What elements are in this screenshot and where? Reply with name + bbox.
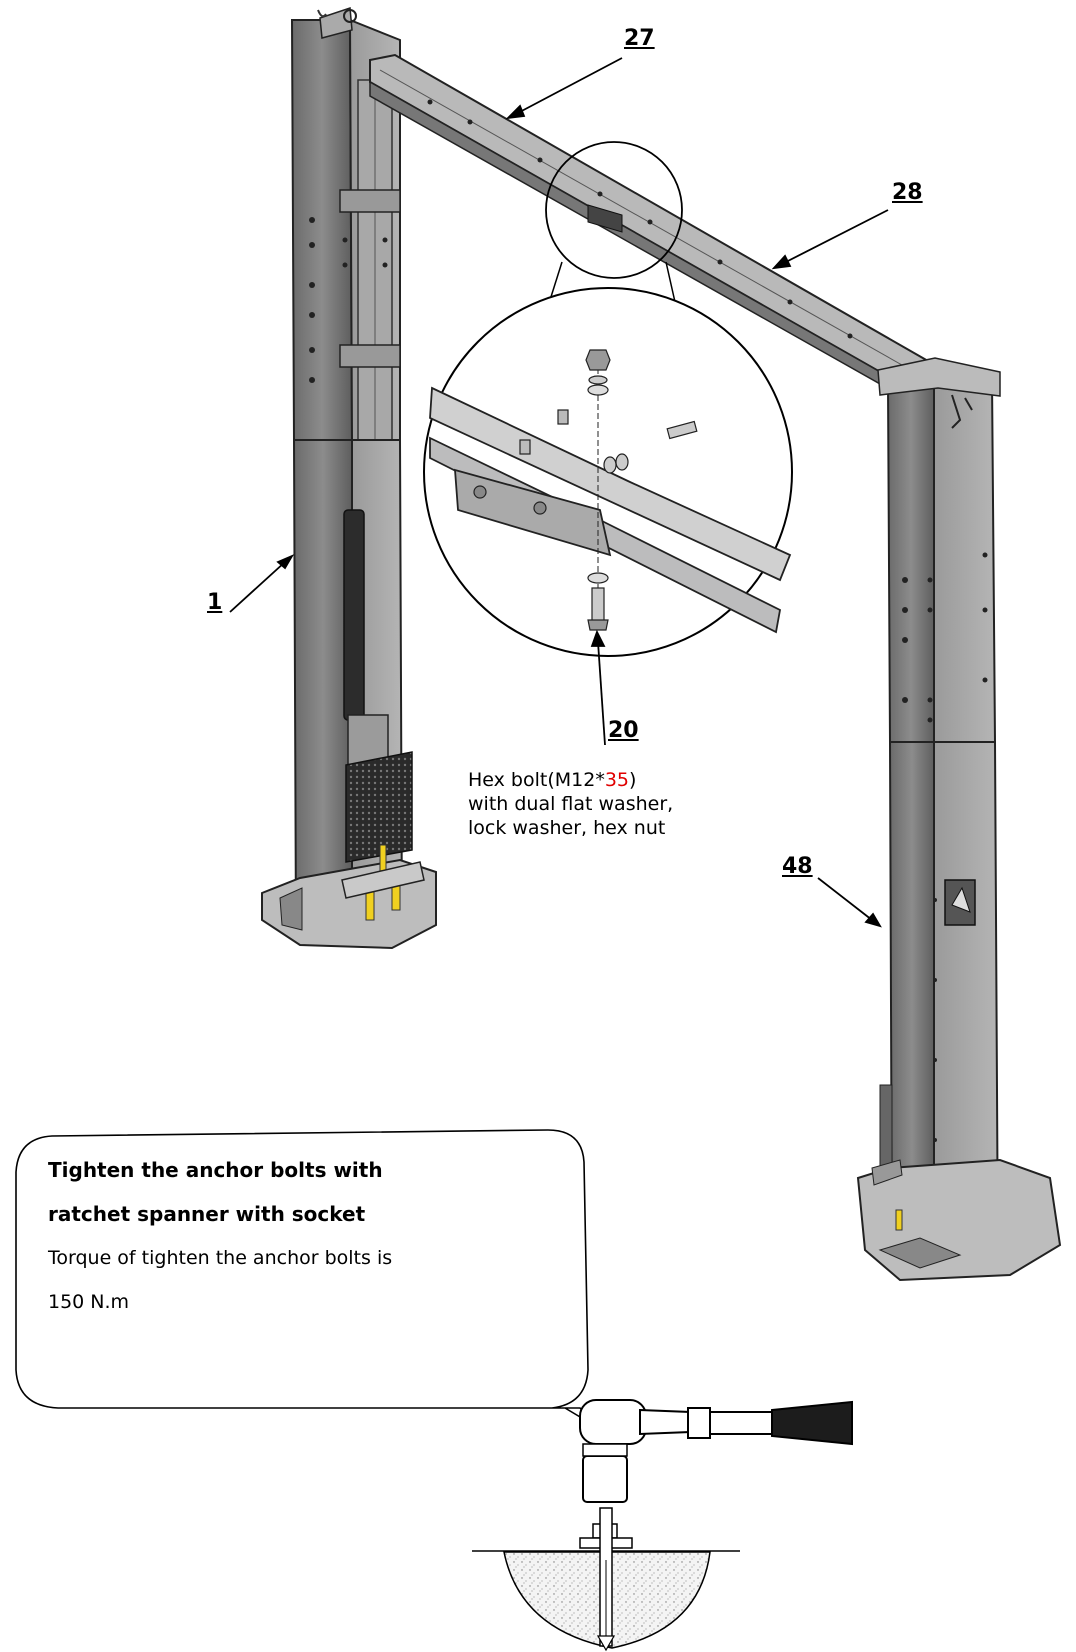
callout-line3: Torque of tighten the anchor bolts is xyxy=(48,1247,393,1269)
part-label-48: 48 xyxy=(782,854,813,879)
part-label-28: 28 xyxy=(892,180,923,205)
leader-arrows xyxy=(229,57,889,928)
part-label-27: 27 xyxy=(624,26,655,51)
detail-exploded-joint xyxy=(429,349,792,634)
callout-line4: 150 N.m xyxy=(48,1291,130,1313)
bolt-note-suffix: ) xyxy=(629,769,637,791)
part-label-1: 1 xyxy=(207,590,223,615)
bolt-note-line2: with dual flat washer, xyxy=(468,793,674,815)
left-column xyxy=(261,6,437,950)
callout-line1: Tighten the anchor bolts with xyxy=(48,1158,383,1182)
right-column xyxy=(856,357,1062,1282)
bolt-note-prefix: Hex bolt(M12* xyxy=(468,769,605,791)
callout-text: Tighten the anchor bolts with ratchet sp… xyxy=(48,1148,578,1324)
part-label-20: 20 xyxy=(608,718,639,743)
bolt-note-line1: Hex bolt(M12*35) xyxy=(468,768,673,792)
bolt-note-line3: lock washer, hex nut xyxy=(468,817,666,839)
bolt-note-length: 35 xyxy=(604,769,630,791)
bolt-note: Hex bolt(M12*35) with dual flat washer, … xyxy=(468,768,673,840)
callout-line2: ratchet spanner with socket xyxy=(48,1202,366,1226)
detail-callout xyxy=(423,141,793,657)
ratchet-anchor-detail xyxy=(472,1399,853,1652)
